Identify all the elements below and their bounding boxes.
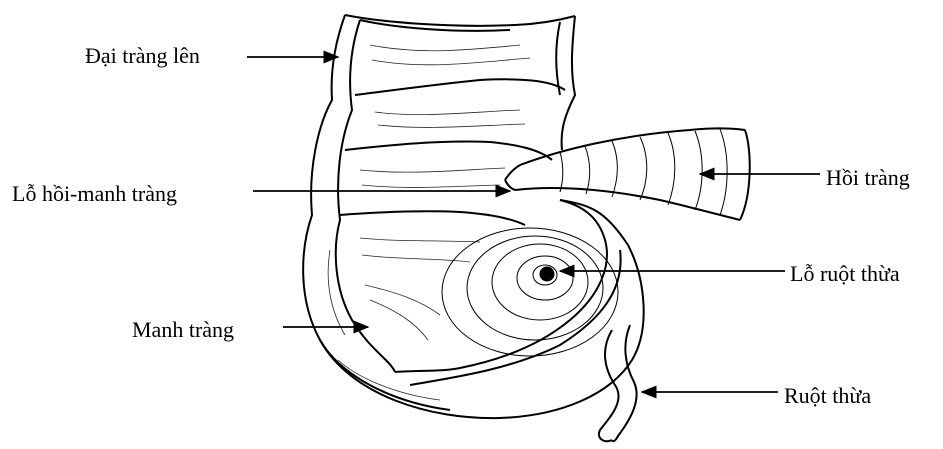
label-appendix-orifice: Lỗ ruột thừa [790,263,900,285]
leader-lines [247,57,820,392]
label-ileocecal-orifice: Lỗ hồi-manh tràng [12,183,177,205]
label-ascending-colon: Đại tràng lên [85,45,200,67]
appendix-tube [599,325,637,441]
colon-hatching [328,45,530,400]
label-appendix: Ruột thừa [784,385,871,407]
appendix-orifice-spiral [442,228,618,356]
label-ileum: Hồi tràng [826,167,910,189]
ileum-folds [560,129,727,215]
colon-outline [303,15,644,418]
label-cecum: Manh tràng [132,319,234,341]
